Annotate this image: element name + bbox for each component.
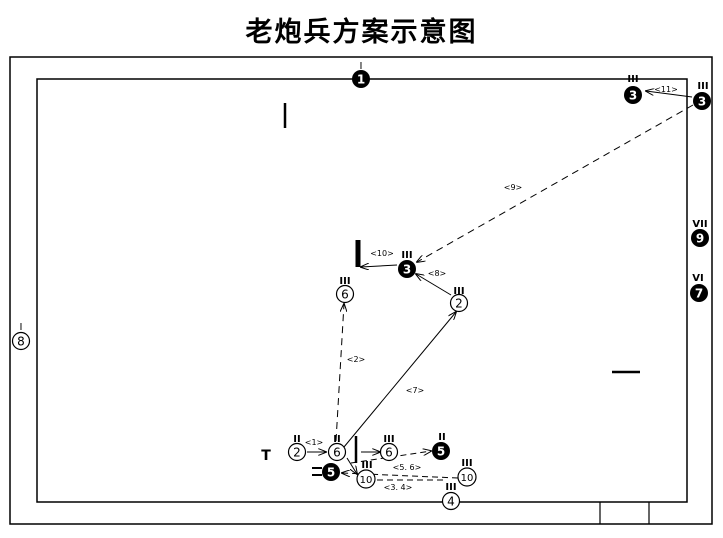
piece-3-center: 3 [398,260,416,278]
move-label-11: <11> [654,85,678,94]
move-line-9 [417,104,694,262]
piece-8: 8 [11,331,31,351]
svg-text:1: 1 [357,73,365,87]
roman-numeral: III [461,458,472,469]
move-line-8 [416,274,452,296]
move-label-10: <10> [370,249,394,258]
roman-numeral: II [293,434,300,445]
svg-text:6: 6 [385,446,393,460]
svg-text:10: 10 [360,475,373,486]
letter-t: T [261,448,271,464]
roman-numeral: III [697,81,708,92]
piece-2-right: 2 [449,293,469,313]
roman-numeral: III [339,276,350,287]
roman-numeral: I [20,322,23,333]
svg-text:8: 8 [17,335,25,349]
piece-2-left: 2 [287,442,307,462]
svg-text:3: 3 [698,95,706,109]
svg-text:7: 7 [695,287,703,301]
roman-numeral: VI [692,273,703,284]
move-label-1: <1> [305,438,324,447]
move-label-7: <7> [406,386,425,395]
svg-text:5: 5 [437,445,445,459]
piece-10-right: 10 [457,467,477,487]
piece-1: 1 [352,70,370,88]
piece-5-left: 5 [322,463,340,481]
piece-3-top: 3 [624,86,642,104]
move-label-34: <3. 4> [384,483,413,492]
svg-text:9: 9 [696,232,704,246]
roman-numeral: III [453,286,464,297]
move-label-2: <2> [347,355,366,364]
move-line-2 [335,304,344,442]
outer-border [9,56,713,525]
move-line-11 [646,91,693,98]
piece-6-lower-left: 6 [327,442,347,462]
svg-text:4: 4 [447,495,455,509]
piece-6-upper: 6 [335,284,355,304]
roman-numeral: III [361,460,372,471]
piece-5-right: 5 [432,442,450,460]
svg-text:2: 2 [455,297,463,311]
roman-numeral: III [627,74,638,85]
roman-numeral: II [333,434,340,445]
roman-numeral: II [438,432,445,443]
svg-text:6: 6 [341,288,349,302]
piece-7: 7 [690,284,708,302]
svg-text:2: 2 [293,446,301,460]
diagram-title: 老炮兵方案示意图 [245,17,478,48]
piece-3-corner: 3 [693,92,711,110]
piece-6-lower-right: 6 [379,442,399,462]
svg-text:3: 3 [629,89,637,103]
move-line-10 [361,265,398,267]
move-line-7 [343,312,456,448]
roman-numeral: III [445,482,456,493]
svg-text:5: 5 [327,466,335,480]
svg-text:10: 10 [461,473,474,484]
inner-border [36,78,688,503]
move-label-56: <5. 6> [393,463,422,472]
svg-text:6: 6 [333,446,341,460]
piece-10-left: 10 [356,469,376,489]
roman-numeral: I [360,61,363,72]
move-label-8: <8> [428,269,447,278]
roman-numeral: VII [692,219,707,230]
move-line-5b [346,457,357,474]
piece-9: 9 [691,229,709,247]
roman-numeral: III [383,434,394,445]
piece-4: 4 [441,491,461,511]
roman-numeral: III [401,250,412,261]
svg-text:3: 3 [403,263,411,277]
move-label-9: <9> [504,183,523,192]
